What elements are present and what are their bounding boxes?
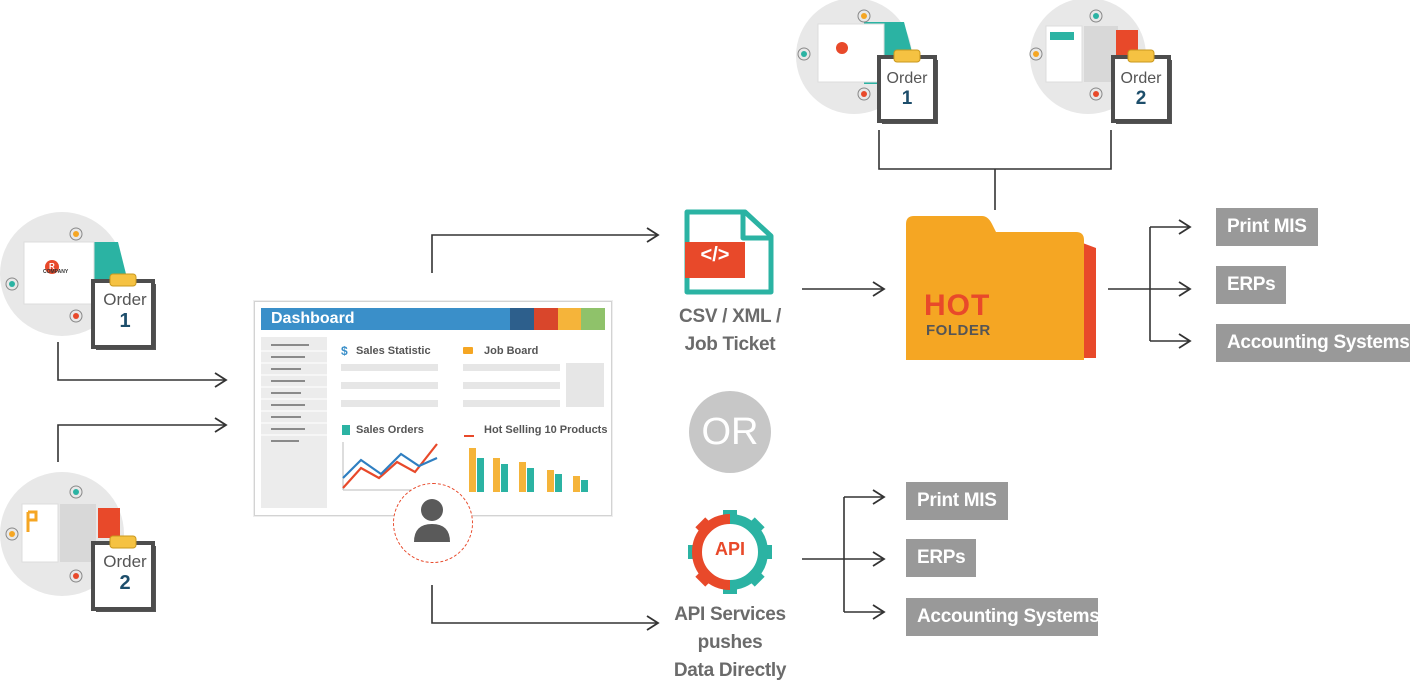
register-mark-icon	[1029, 9, 1103, 101]
user-icon	[414, 499, 450, 542]
order-illustration	[0, 472, 156, 612]
register-mark-icon	[5, 227, 83, 323]
folder-icon	[463, 347, 473, 354]
csv-caption-line2: Job Ticket	[684, 334, 776, 355]
company-text: COMPANY	[43, 269, 69, 275]
order-label: Order	[103, 290, 147, 309]
order-group-top-2: Order 2	[1026, 0, 1186, 132]
placeholder-bars	[341, 364, 438, 407]
code-file-icon	[684, 209, 774, 295]
csv-caption-line1: CSV / XML /	[679, 306, 781, 327]
register-mark-icon	[797, 9, 871, 101]
order-number: 2	[1135, 88, 1147, 109]
hot-folder-subtitle: FOLDER	[926, 322, 991, 339]
bar-chart-mini	[469, 448, 588, 492]
output-erps-top: ERPs	[1216, 266, 1287, 304]
api-icon-label: API	[714, 539, 745, 559]
bar-chart-icon	[464, 427, 474, 437]
order-group-left-2: Order 2	[0, 472, 170, 614]
api-caption-line2: pushes	[697, 632, 763, 653]
order-label: Order	[886, 70, 928, 87]
order-number: 2	[119, 572, 131, 594]
dashboard-color-strip	[510, 308, 605, 330]
order-number: 1	[901, 88, 913, 109]
line-chart-mini	[342, 442, 439, 491]
api-caption: API Services pushes Data Directly	[655, 601, 805, 685]
hot-folder-icon	[906, 216, 1096, 360]
order-number: 1	[119, 310, 131, 332]
placeholder-box	[566, 363, 604, 407]
order-label: Order	[103, 552, 147, 571]
document-icon	[342, 425, 350, 435]
order-illustration	[0, 212, 156, 350]
csv-caption: CSV / XML / Job Ticket	[655, 303, 805, 359]
api-gear-icon	[688, 510, 772, 594]
output-print-mis-bottom: Print MIS	[906, 482, 1008, 520]
dashboard-title: Dashboard	[261, 308, 521, 330]
output-print-mis-top: Print MIS	[1216, 208, 1318, 246]
api-caption-line1: API Services	[674, 604, 786, 625]
widget-heading-sales-orders: Sales Orders	[356, 424, 424, 436]
api-caption-line3: Data Directly	[673, 660, 787, 681]
hot-folder-title: HOT	[924, 289, 991, 322]
widget-heading-job-board: Job Board	[484, 345, 539, 357]
code-symbol: </>	[700, 244, 730, 266]
output-accounting-bottom: Accounting Systems	[906, 598, 1100, 636]
placeholder-bars	[463, 364, 560, 407]
widget-heading-sales-statistic: Sales Statistic	[356, 345, 431, 357]
logo-letter: R	[49, 262, 55, 271]
dashboard-panel: Dashboard	[254, 301, 612, 516]
order-label: Order	[1120, 70, 1162, 87]
register-mark-icon	[5, 485, 83, 583]
widget-heading-hot-selling: Hot Selling 10 Products	[484, 424, 608, 436]
order-group-top-1: Order 1	[792, 0, 952, 132]
order-illustration	[1029, 0, 1172, 124]
output-accounting-top: Accounting Systems	[1216, 324, 1410, 362]
dollar-icon: $	[341, 344, 348, 358]
avatar	[393, 483, 473, 563]
order-illustration	[796, 0, 938, 124]
or-badge: OR	[689, 391, 771, 473]
output-erps-bottom: ERPs	[906, 539, 977, 577]
dashboard-sidebar	[261, 337, 327, 508]
order-group-left-1: COMPANY R Order 1	[0, 212, 170, 352]
